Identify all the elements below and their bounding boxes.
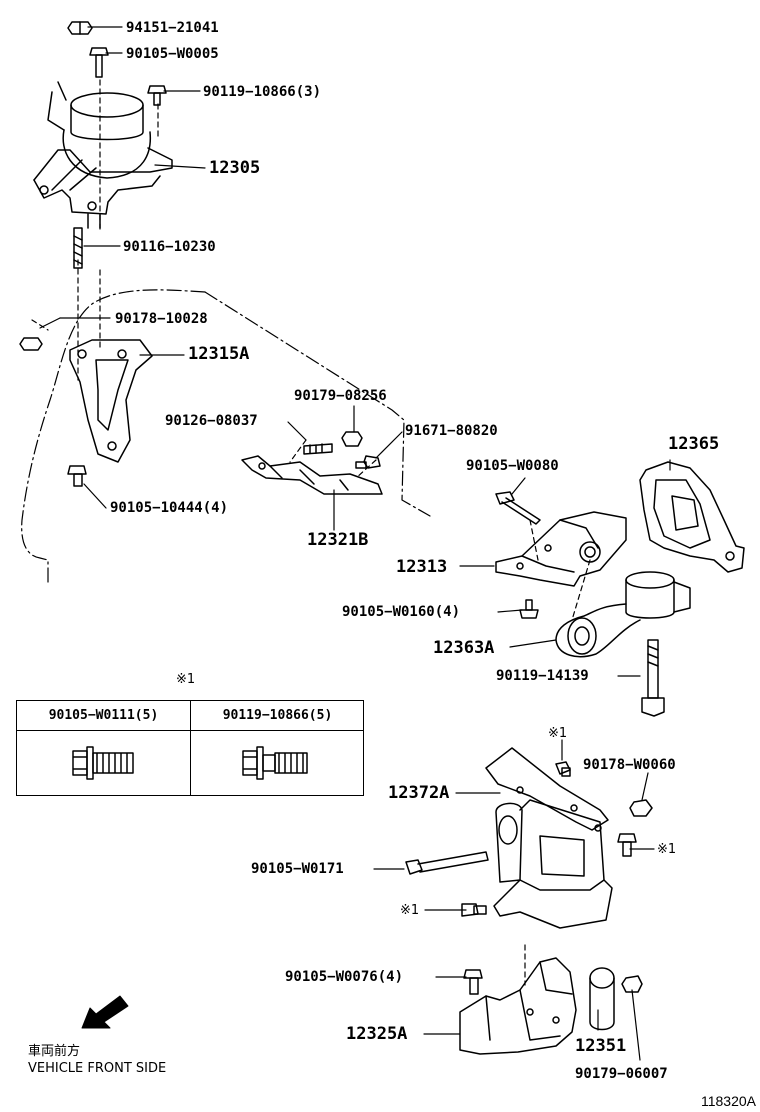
bolt-90105-W0160 [519,599,539,619]
label-91671-80820: 91671−80820 [405,423,498,439]
label-90179-06007: 90179−06007 [575,1066,668,1082]
label-94151-21041: 94151−21041 [126,20,219,36]
label-12365: 12365 [668,434,720,454]
label-90126-08037: 90126−08037 [165,413,258,429]
engine-mount-12305 [33,81,173,229]
transmission-outline [204,291,431,517]
leader-lines [39,26,671,1061]
label-90105-10444-4: 90105−10444(4) [110,500,229,516]
nut-90179-08256 [341,431,363,447]
label-12313: 12313 [396,557,448,577]
label-12321B: 12321B [307,530,369,550]
note-marker-upper-bolt: ※1 [548,726,568,741]
vehicle-front-label-en: VEHICLE FRONT SIDE [28,1061,167,1076]
label-90105-W0076-4: 90105−W0076(4) [285,969,404,985]
stopper-12351 [589,967,615,1031]
mount-rod-12363A [555,571,691,658]
flange-bolt-icon [242,746,308,780]
label-90119-14139: 90119−14139 [496,668,589,684]
note-marker-table: ※1 [176,672,196,687]
note-table-header: 90119−10866(5) [191,701,364,731]
flange-bolt-icon [72,746,134,780]
cover-12365 [639,461,745,573]
vehicle-front-label-jp: 車両前方 [28,1044,81,1059]
note-table-column: 90105−W0111(5) [17,701,190,795]
bolt-note-marked-left [461,903,487,917]
note-table: 90105−W0111(5) 90119−10866(5) [16,700,364,796]
nut-90178-W0060 [629,799,653,817]
nut-94151-21041 [67,21,93,35]
bolt-91671-80820 [355,455,381,469]
nut-90178-10028 [19,337,43,351]
bracket-12372A [485,747,613,929]
note-marker-right-bolt: ※1 [657,842,677,857]
label-90105-W0005: 90105−W0005 [126,46,219,62]
vehicle-front-arrow-icon [81,995,129,1029]
note-table-header: 90105−W0111(5) [17,701,190,731]
label-90105-W0160-4: 90105−W0160(4) [342,604,461,620]
vehicle-front-label: 車両前方 VEHICLE FRONT SIDE [28,1043,166,1077]
bolt-90105-10444 [67,465,87,487]
label-90105-W0171: 90105−W0171 [251,861,344,877]
label-90105-W0080: 90105−W0080 [466,458,559,474]
alignment-lines [31,79,591,986]
bracket-12325A [459,957,577,1055]
label-90178-W0060: 90178−W0060 [583,757,676,773]
label-90116-10230: 90116−10230 [123,239,216,255]
bracket-12315A [69,339,153,463]
bolt-note-marked-upper [555,761,571,777]
label-12363A: 12363A [433,638,495,658]
note-table-column: 90119−10866(5) [190,701,364,795]
label-12325A: 12325A [346,1024,408,1044]
bolt-90105-W0080 [495,491,541,525]
bracket-12321B [241,455,383,495]
label-90119-10866-3: 90119−10866(3) [203,84,322,100]
note-table-cell [17,731,190,795]
figure-number: 118320A [700,1093,756,1109]
bolt-note-marked-right [617,833,637,857]
label-90179-08256: 90179−08256 [294,388,387,404]
nut-90179-06007 [621,975,643,993]
stud-90126-08037 [303,443,333,455]
label-12315A: 12315A [188,344,250,364]
stud-90116-10230 [73,227,83,269]
engine-outline [21,289,206,586]
bolt-90119-10866 [147,85,167,106]
label-12351: 12351 [575,1036,627,1056]
label-90178-10028: 90178−10028 [115,311,208,327]
bracket-12313 [495,511,627,587]
label-12305: 12305 [209,158,261,178]
bolt-90119-14139 [641,639,665,717]
label-12372A: 12372A [388,783,450,803]
bolt-90105-W0076 [463,969,483,995]
note-table-cell [191,731,364,795]
bolt-90105-W0005 [89,47,109,78]
bolt-90105-W0171 [405,851,489,875]
note-marker-left-bolt: ※1 [400,903,420,918]
